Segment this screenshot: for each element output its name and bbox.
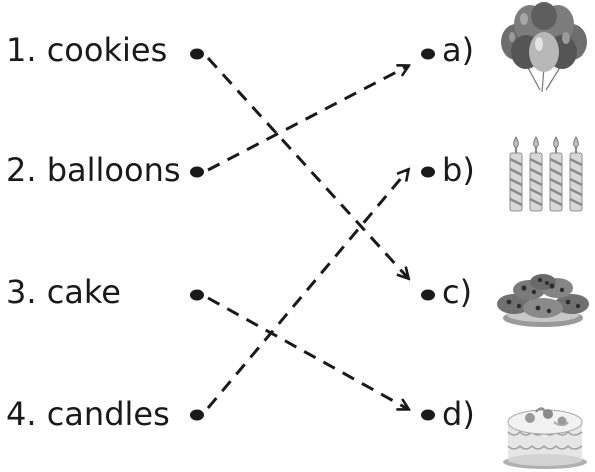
word-item-cookies: 1. cookies <box>6 30 167 70</box>
word-text: candles <box>46 395 170 433</box>
word-number: 2. <box>6 151 37 189</box>
word-dots <box>190 48 204 421</box>
word-number: 4. <box>6 395 37 433</box>
cake-icon <box>503 407 587 469</box>
word-number: 1. <box>6 31 37 69</box>
option-letter-c: c) <box>442 273 473 311</box>
match-line-candles-b <box>206 170 408 409</box>
dot-balloons <box>190 166 204 178</box>
dot-c <box>421 289 435 301</box>
word-text: cookies <box>46 31 168 69</box>
option-letter-d: d) <box>442 395 475 433</box>
option-dots <box>421 48 435 421</box>
dot-cake <box>190 289 204 301</box>
match-line-cookies-c <box>206 56 408 278</box>
cookies-icon <box>497 274 589 327</box>
dot-a <box>421 48 435 60</box>
word-text: balloons <box>46 151 181 189</box>
word-item-balloons: 2. balloons <box>6 150 181 190</box>
balloons-icon <box>501 2 587 93</box>
word-number: 3. <box>6 273 37 311</box>
dot-candles <box>190 409 204 421</box>
candles-icon <box>509 136 583 212</box>
word-text: cake <box>46 273 121 311</box>
word-item-cake: 3. cake <box>6 272 121 312</box>
dot-cookies <box>190 48 204 60</box>
word-item-candles: 4. candles <box>6 394 170 434</box>
dot-d <box>421 409 435 421</box>
match-line-balloons-a <box>207 66 408 172</box>
option-letter-b: b) <box>442 151 475 189</box>
match-line-cake-d <box>207 296 408 409</box>
option-letter-a: a) <box>442 31 475 69</box>
dot-b <box>421 166 435 178</box>
